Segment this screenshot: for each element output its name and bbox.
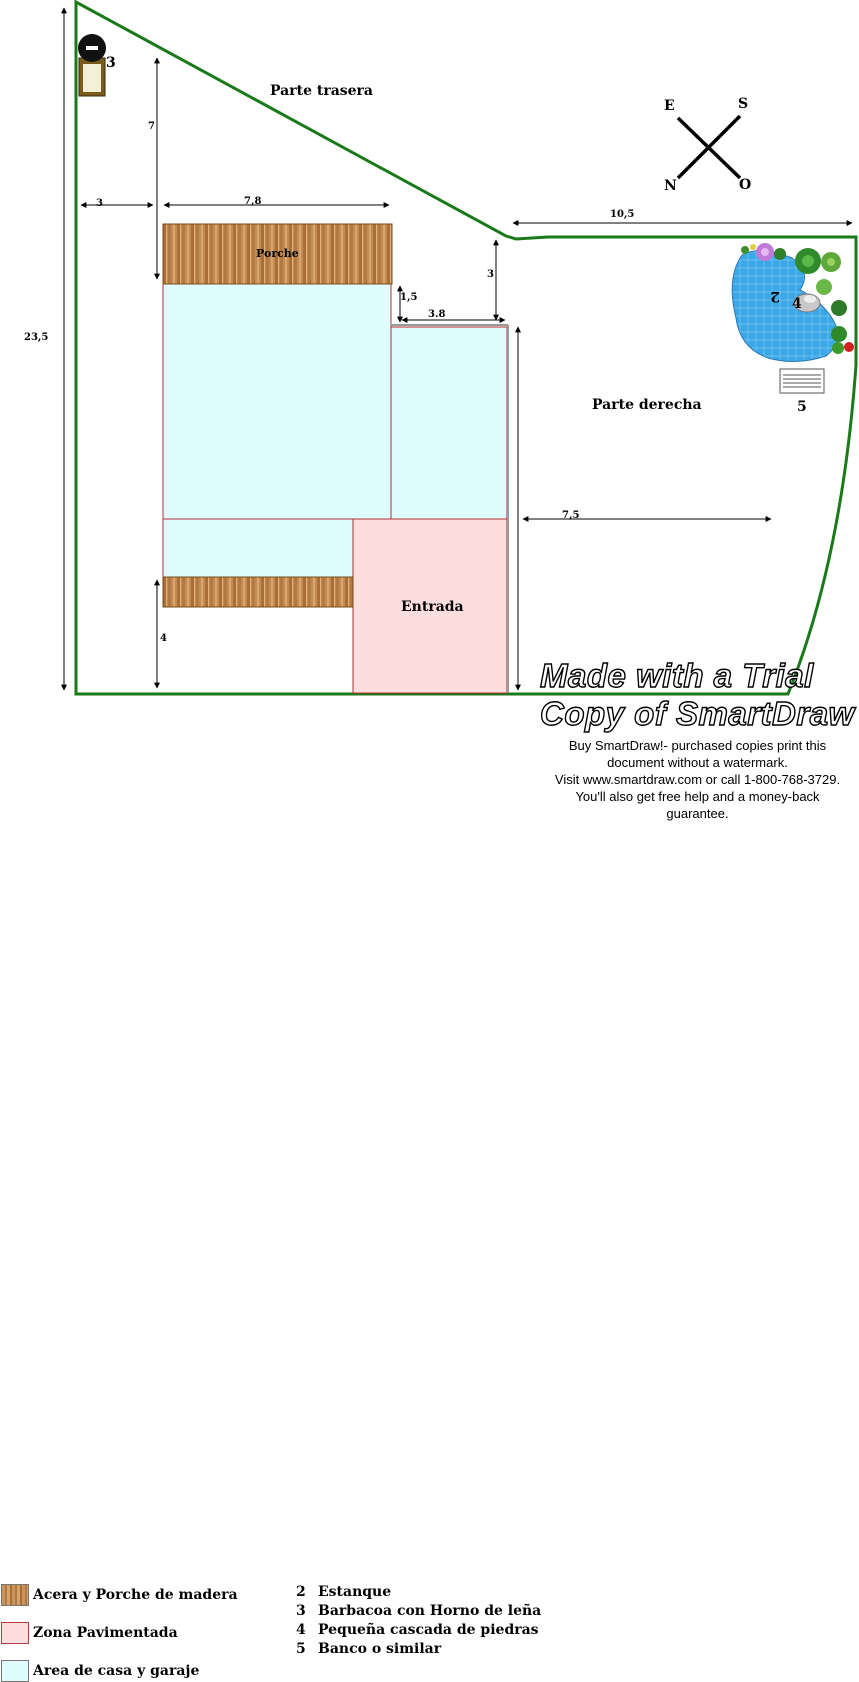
key-num: 5 — [296, 1641, 306, 1657]
legend-house: Area de casa y garaje — [1, 1660, 199, 1682]
wood-front-walk — [162, 576, 354, 608]
property-boundary — [74, 0, 858, 696]
key-label: Banco o similar — [318, 1641, 442, 1657]
compass-icon — [676, 114, 742, 180]
dim-step-height: 1,5 — [400, 292, 417, 303]
key-label: Barbacoa con Horno de leña — [318, 1603, 542, 1619]
dim-step-width: 3.8 — [428, 309, 445, 320]
label-rear: Parte trasera — [270, 83, 373, 99]
key-label: Pequeña cascada de piedras — [318, 1622, 539, 1638]
plan-canvas: 23,5 7 3 7,8 10,5 3 1,5 3.8 7,5 4 Parte … — [24, 0, 858, 696]
bench-icon — [779, 368, 825, 394]
buy-line: Buy SmartDraw!- purchased copies print t… — [568, 738, 827, 753]
key-item: 4 Pequeña cascada de piedras — [296, 1622, 539, 1638]
key-label: Estanque — [318, 1584, 392, 1600]
buy-line: Visit www.smartdraw.com or call 1-800-76… — [554, 772, 841, 787]
key-num: 3 — [296, 1603, 306, 1619]
buy-line: You'll also get free help and a money-ba… — [575, 789, 820, 804]
dim-total-height: 23,5 — [24, 332, 48, 343]
dim-rear-gap: 7 — [148, 121, 155, 132]
compass-e: E — [664, 98, 675, 114]
dim-garage-top-gap: 3 — [487, 269, 494, 280]
legend-wood: Acera y Porche de madera — [1, 1584, 238, 1606]
house-lower — [162, 518, 354, 578]
key-item: 5 Banco o similar — [296, 1641, 441, 1657]
key-item: 2 Estanque — [296, 1584, 391, 1600]
dim-front-walk: 4 — [160, 633, 167, 644]
legend-house-label: Area de casa y garaje — [33, 1663, 200, 1679]
label-porch: Porche — [256, 247, 299, 260]
dim-right-width: 7,5 — [562, 510, 579, 521]
dim-right-top: 10,5 — [610, 209, 634, 220]
wood-porch — [162, 223, 393, 285]
watermark-line-2: Copy of SmartDraw — [539, 694, 855, 732]
watermark-buy-text: Buy SmartDraw!- purchased copies print t… — [540, 737, 855, 822]
dim-left-gap: 3 — [96, 198, 103, 209]
compass-n: N — [664, 178, 677, 194]
marker-pond: 2 — [770, 288, 780, 304]
label-entrance: Entrada — [401, 599, 464, 615]
pond-icon — [731, 250, 839, 362]
house-garage — [390, 326, 508, 520]
plants-icon — [741, 243, 854, 354]
paved-swatch-icon — [1, 1622, 29, 1644]
compass-o: O — [739, 177, 751, 193]
barbecue-icon — [78, 34, 106, 97]
key-item: 3 Barbacoa con Horno de leña — [296, 1603, 541, 1619]
compass-s: S — [738, 96, 748, 112]
label-right: Parte derecha — [592, 397, 702, 413]
buy-line: guarantee. — [666, 806, 729, 821]
house-main — [162, 282, 392, 520]
marker-cascade: 4 — [792, 296, 802, 312]
cascade-icon — [793, 293, 821, 313]
marker-bbq: 3 — [106, 55, 116, 71]
buy-line: document without a watermark. — [607, 755, 788, 770]
watermark-line-1: Made with a Trial — [539, 656, 814, 694]
wood-swatch-icon — [1, 1584, 29, 1606]
dim-porch-width: 7,8 — [244, 196, 261, 207]
legend-paved: Zona Pavimentada — [1, 1622, 178, 1644]
key-num: 2 — [296, 1584, 306, 1600]
legend-paved-label: Zona Pavimentada — [33, 1625, 178, 1641]
marker-bench: 5 — [797, 399, 807, 415]
legend-wood-label: Acera y Porche de madera — [33, 1587, 238, 1603]
house-swatch-icon — [1, 1660, 29, 1682]
key-num: 4 — [296, 1622, 306, 1638]
